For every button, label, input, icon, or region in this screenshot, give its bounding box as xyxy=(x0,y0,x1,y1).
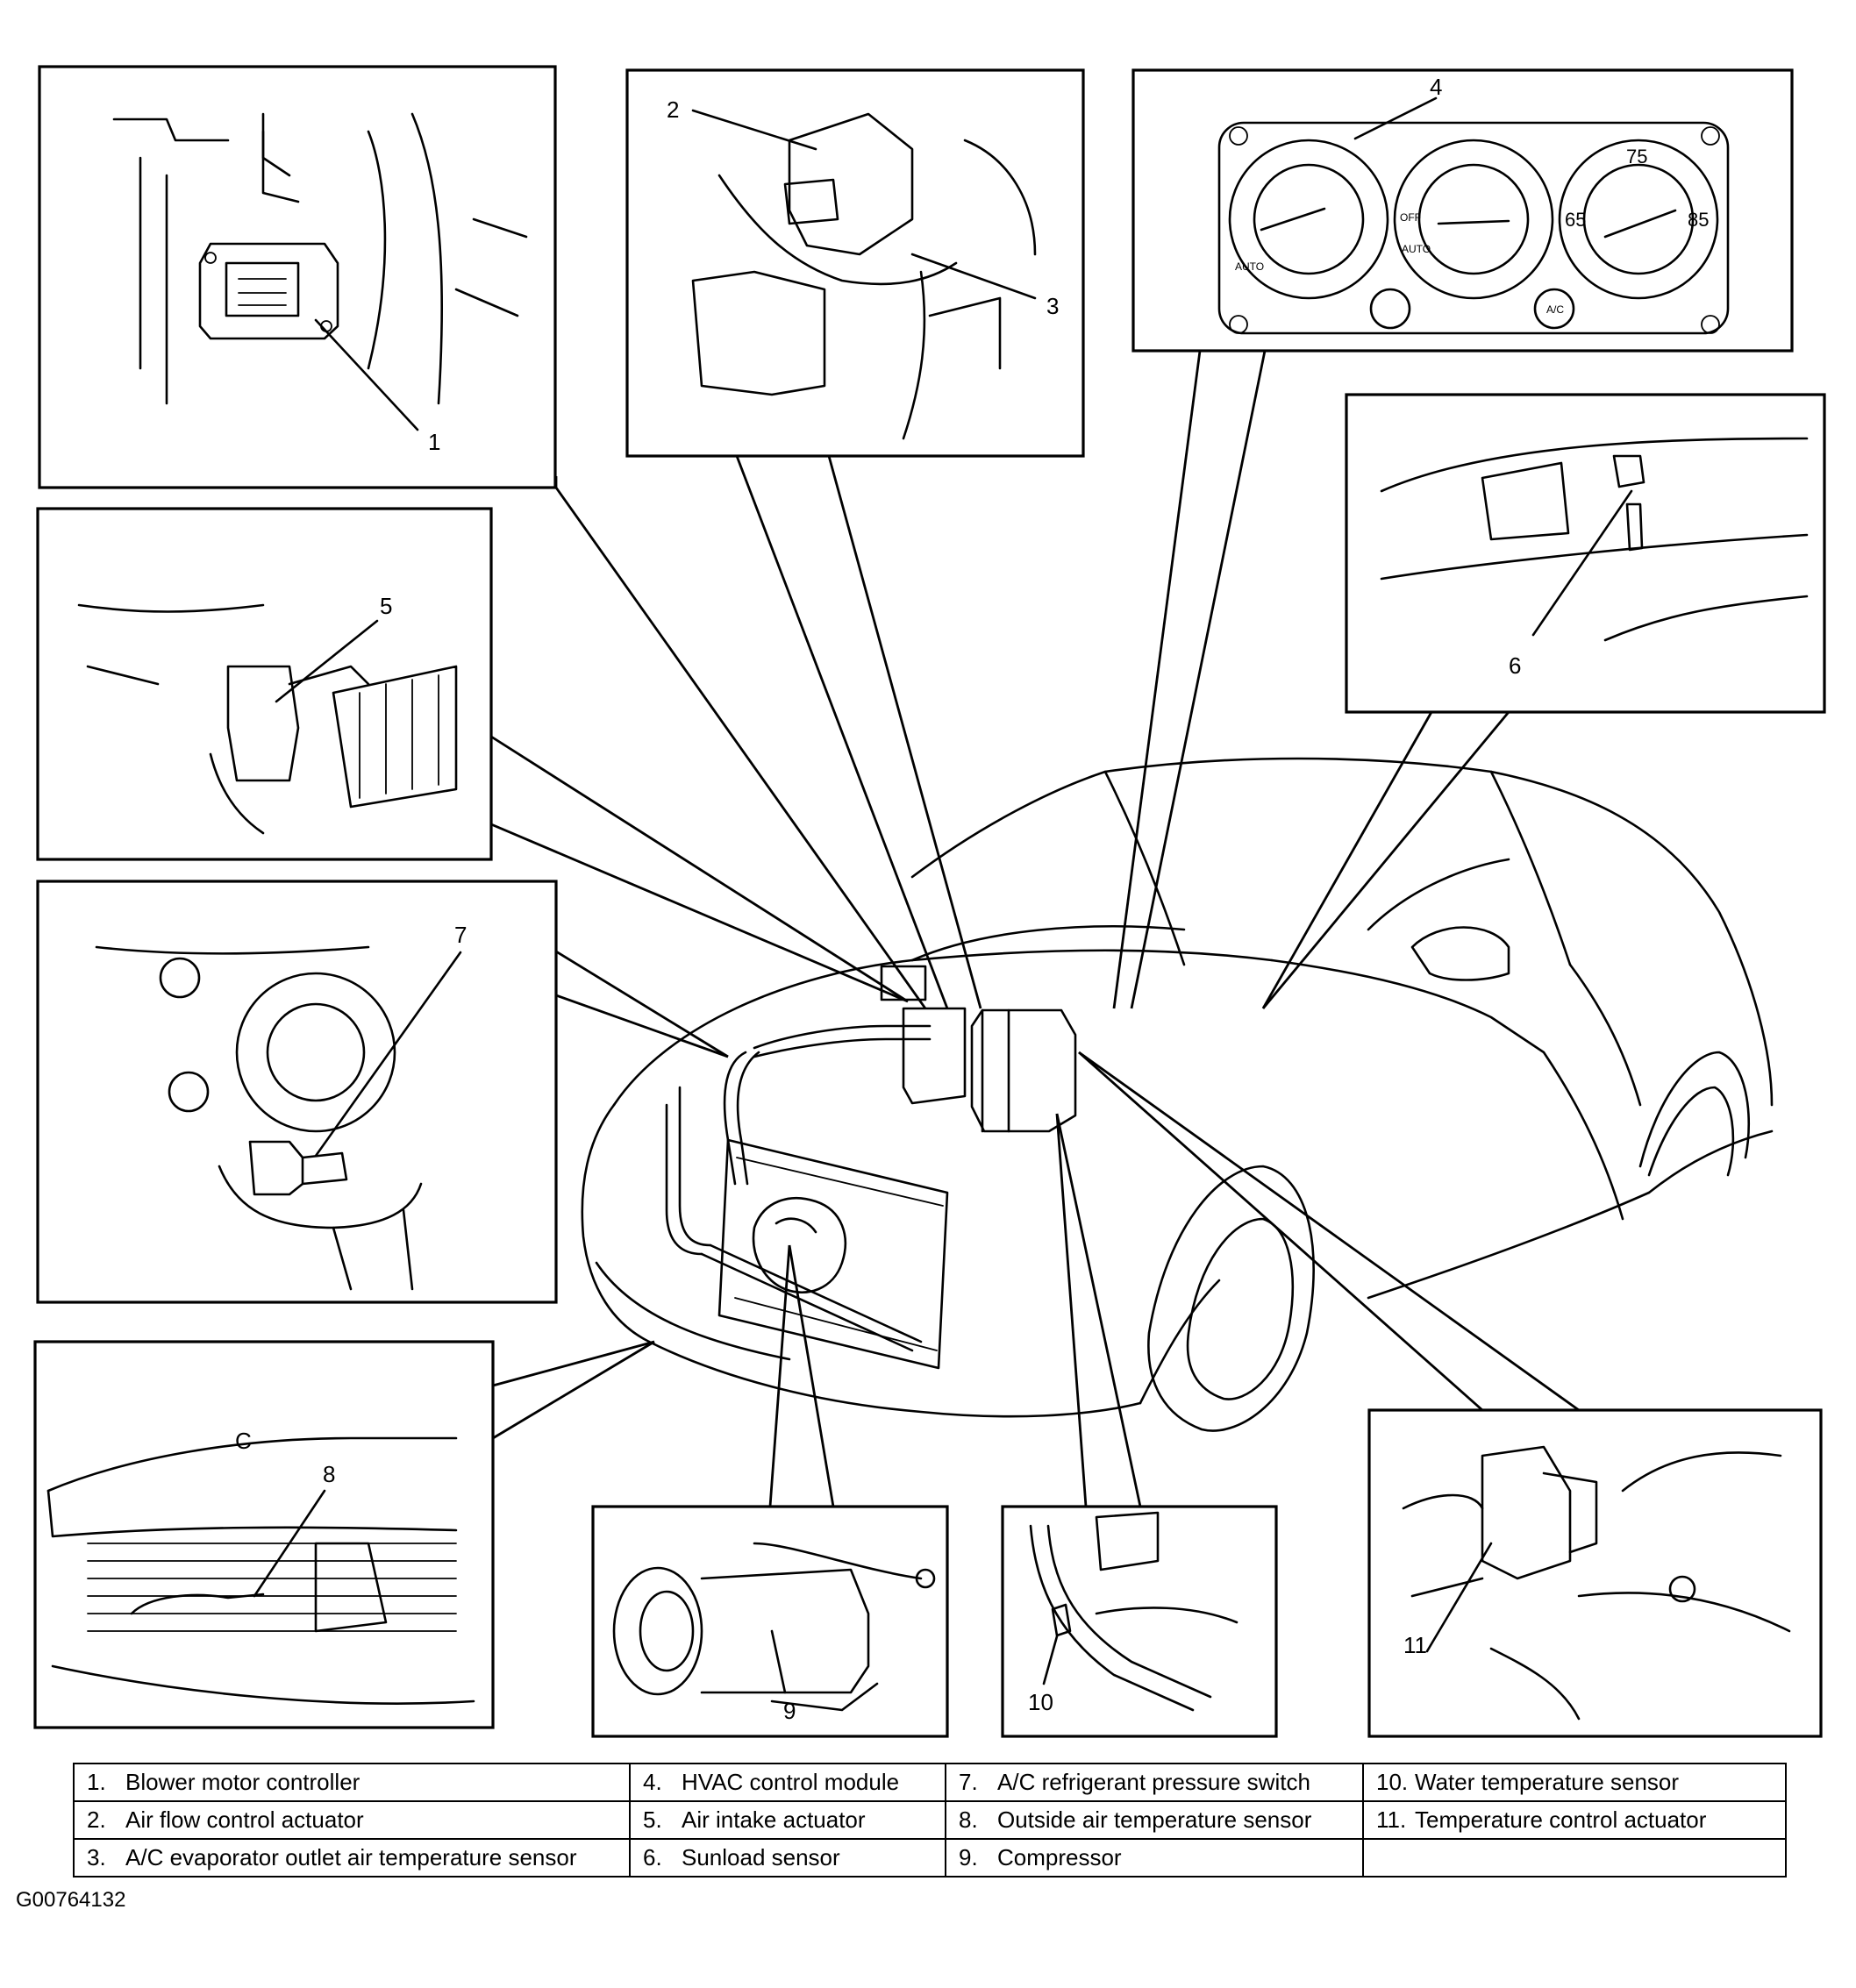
callout-pointers xyxy=(490,350,1580,1507)
callout-number-11: 11 xyxy=(1403,1632,1427,1658)
inset-ac-refrigerant-pressure-switch: 7 xyxy=(36,880,558,1304)
callout-number-1: 1 xyxy=(428,429,440,455)
component-legend-table: 1.Blower motor controller 4.HVAC control… xyxy=(73,1763,1787,1878)
callout-number-9: 9 xyxy=(783,1698,796,1724)
legend-cell: 2.Air flow control actuator xyxy=(73,1800,631,1840)
legend-cell: 3.A/C evaporator outlet air temperature … xyxy=(73,1838,631,1878)
callout-number-8: 8 xyxy=(323,1461,335,1487)
legend-row: 2.Air flow control actuator 5.Air intake… xyxy=(73,1800,1787,1840)
inset-compressor: 9 xyxy=(591,1505,949,1738)
callout-number-6: 6 xyxy=(1509,652,1521,679)
callout-number-2: 2 xyxy=(667,96,679,123)
legend-cell xyxy=(1362,1838,1787,1878)
temp-label-75: 75 xyxy=(1626,146,1647,167)
inset-air-intake-actuator: 5 xyxy=(36,507,493,861)
inset-mark-c: C xyxy=(235,1428,252,1454)
callout-number-4: 4 xyxy=(1430,74,1442,100)
legend-cell: 9.Compressor xyxy=(945,1838,1364,1878)
legend-row: 1.Blower motor controller 4.HVAC control… xyxy=(73,1763,1787,1802)
dial-label-auto-mid: AUTO xyxy=(1402,243,1431,255)
inset-outside-air-temperature-sensor: 8 C xyxy=(33,1340,495,1729)
inset-temperature-control-actuator: 11 xyxy=(1367,1408,1823,1738)
ac-button-label: A/C xyxy=(1546,303,1564,316)
legend-cell: 10.Water temperature sensor xyxy=(1362,1763,1787,1802)
inset-water-temperature-sensor: 10 xyxy=(1001,1505,1278,1738)
legend-row: 3.A/C evaporator outlet air temperature … xyxy=(73,1838,1787,1878)
legend-cell: 11.Temperature control actuator xyxy=(1362,1800,1787,1840)
inset-hvac-control-module: AUTO OFF AUTO 65 75 85 A/C 4 xyxy=(1131,68,1794,353)
inset-air-flow-actuator: 2 3 xyxy=(625,68,1085,458)
callout-number-7: 7 xyxy=(454,922,467,948)
legend-cell: 6.Sunload sensor xyxy=(629,1838,946,1878)
inset-sunload-sensor: 6 xyxy=(1345,393,1826,714)
legend-cell: 4.HVAC control module xyxy=(629,1763,946,1802)
temp-label-85: 85 xyxy=(1688,209,1709,231)
legend-cell: 1.Blower motor controller xyxy=(73,1763,631,1802)
inset-blower-motor-controller: 1 xyxy=(38,65,557,489)
ac-system-illustration xyxy=(665,965,1077,1370)
figure-code: G00764132 xyxy=(16,1888,126,1912)
legend-cell: 5.Air intake actuator xyxy=(629,1800,946,1840)
vehicle-illustration xyxy=(581,757,1774,1432)
callout-number-3: 3 xyxy=(1046,293,1059,319)
dial-label-off: OFF xyxy=(1400,211,1421,224)
callout-number-5: 5 xyxy=(380,593,392,619)
dial-label-auto-left: AUTO xyxy=(1235,260,1264,273)
legend-cell: 8.Outside air temperature sensor xyxy=(945,1800,1364,1840)
legend-cell: 7.A/C refrigerant pressure switch xyxy=(945,1763,1364,1802)
temp-label-65: 65 xyxy=(1565,209,1586,231)
callout-number-10: 10 xyxy=(1028,1689,1053,1715)
